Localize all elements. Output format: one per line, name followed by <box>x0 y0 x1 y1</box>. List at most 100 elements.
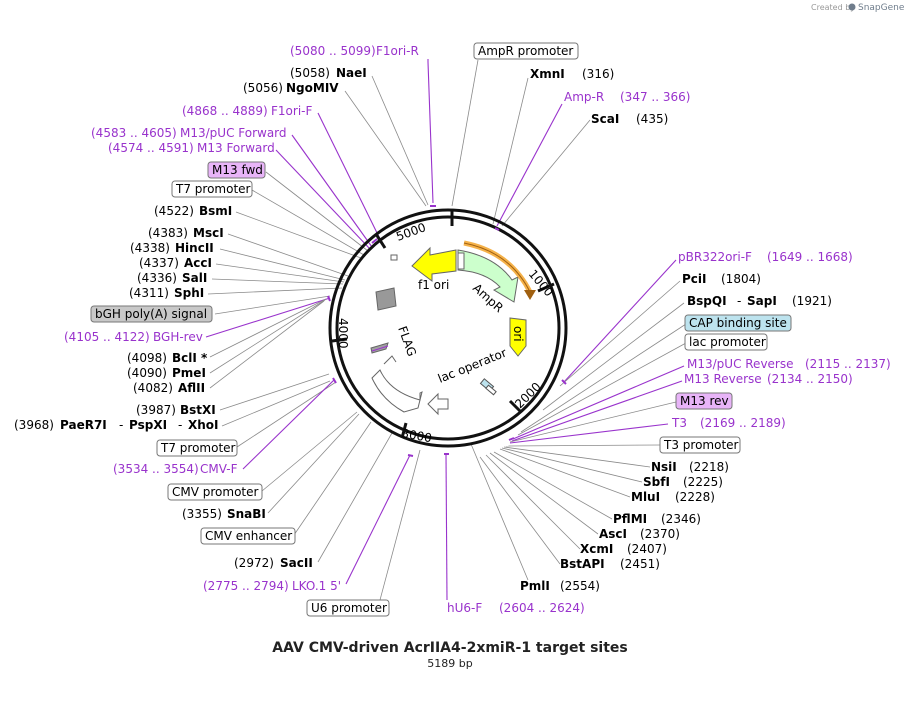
leader-scai <box>501 119 591 227</box>
u6-promoter-label: U6 promoter <box>311 601 387 615</box>
sacii-label[interactable]: SacII <box>280 556 313 570</box>
f1ori-r-label[interactable]: F1ori-R <box>376 44 419 58</box>
credit-brand: SnapGene <box>858 3 905 13</box>
f1orif-label[interactable]: F1ori-F <box>271 104 312 118</box>
ngomiv-label[interactable]: NgoMIV <box>286 81 339 95</box>
naei-label[interactable]: NaeI <box>336 66 367 80</box>
bsmi-label[interactable]: BsmI <box>199 204 232 218</box>
f1-ori-feature <box>411 246 457 282</box>
leader-m13-reverse <box>511 380 683 442</box>
m13-fwd-box[interactable] <box>207 161 266 179</box>
xhoi-label[interactable]: XhoI <box>188 418 219 432</box>
amp-r-label[interactable]: Amp-R <box>564 90 604 104</box>
snabi-label[interactable]: SnaBI <box>227 507 266 521</box>
xcmi-label[interactable]: XcmI <box>580 542 613 556</box>
cmv-f-label[interactable]: CMV-F <box>200 462 238 476</box>
leader-ampr-promoter <box>451 59 479 207</box>
mlui-label[interactable]: MluI <box>631 490 660 504</box>
m13-forward-label[interactable]: M13 Forward <box>197 141 275 155</box>
t3-label[interactable]: T3 <box>671 416 687 430</box>
hu6-f-label[interactable]: hU6-F <box>447 601 482 615</box>
lko-label[interactable]: LKO.1 5' <box>292 579 341 593</box>
pbr-ori-f-label[interactable]: pBR322ori-F <box>678 250 752 264</box>
pcii-pos: (1804) <box>721 272 761 286</box>
bgh-polya-box[interactable] <box>90 305 213 323</box>
primer-site-marks <box>327 205 567 457</box>
cmv-promoter-box[interactable] <box>167 483 263 501</box>
lac-promoter-feature <box>485 384 497 396</box>
m13puc-rev-label[interactable]: M13/pUC Reverse <box>687 357 794 371</box>
msci-label[interactable]: MscI <box>193 226 224 240</box>
hincii-label[interactable]: HincII <box>175 241 214 255</box>
leader-bspqi <box>542 302 685 411</box>
ngomiv-pos: (5056) <box>243 81 283 95</box>
paer7i-label[interactable]: PaeR7I <box>60 418 107 432</box>
sapi-label[interactable]: SapI <box>747 294 777 308</box>
cap-site-box[interactable] <box>684 314 792 332</box>
pmli-label[interactable]: PmlI <box>520 579 550 593</box>
bstapi-label[interactable]: BstAPI <box>560 557 605 571</box>
aflii-label[interactable]: AflII <box>178 381 205 395</box>
acci-pos: (4337) <box>139 256 179 270</box>
bspqi-label[interactable]: BspQI <box>687 294 727 308</box>
leader-lines <box>205 59 687 601</box>
leader-sbfi <box>501 447 643 483</box>
pflmi-label[interactable]: PflMI <box>613 512 647 526</box>
pspxi-label[interactable]: PspXI <box>129 418 167 432</box>
t3-promoter-box[interactable] <box>659 436 741 454</box>
leader-aflii <box>209 300 325 389</box>
acci-label[interactable]: AccI <box>184 256 212 270</box>
scai-label[interactable]: ScaI <box>591 112 619 126</box>
leader-m13puc-fwd <box>291 134 373 248</box>
msci-pos: (4383) <box>148 226 188 240</box>
bstapi-pos: (2451) <box>620 557 660 571</box>
m13-reverse-label[interactable]: M13 Reverse <box>684 372 762 386</box>
bgh-rev-label[interactable]: BGH-rev <box>153 330 203 344</box>
m13-fwd-label: M13 fwd <box>212 163 263 177</box>
bgh-rev-range: (4105 .. 4122) <box>64 330 150 344</box>
dash-3: - <box>737 294 741 308</box>
leader-pcii <box>559 280 681 387</box>
ampr-promoter-box[interactable] <box>473 42 579 60</box>
leader-sali <box>211 278 344 285</box>
lac-promoter-label: lac promoter <box>689 335 766 349</box>
leader-t3-promoter <box>505 444 661 447</box>
asci-label[interactable]: AscI <box>599 527 627 541</box>
bcli-label[interactable]: BclI * <box>172 351 208 365</box>
leader-xhoi <box>221 380 331 427</box>
pbr-ori-f-range: (1649 .. 1668) <box>767 250 853 264</box>
pmei-pos: (4090) <box>127 366 167 380</box>
pcii-label[interactable]: PciI <box>682 272 707 286</box>
leader-xmni <box>492 77 529 225</box>
snapgene-logo-icon <box>848 3 856 11</box>
u6-promoter-box[interactable] <box>306 599 390 617</box>
t7-promoter-top-box[interactable] <box>171 180 253 198</box>
bstxi-label[interactable]: BstXI <box>180 403 216 417</box>
leader-naei <box>371 75 429 206</box>
leader-bgh <box>214 295 331 315</box>
xmni-label[interactable]: XmnI <box>530 67 565 81</box>
sali-label[interactable]: SalI <box>182 271 207 285</box>
nsii-label[interactable]: NsiI <box>651 460 677 474</box>
cmv-enhancer-box[interactable] <box>200 527 296 545</box>
lac-promoter-box[interactable] <box>684 333 768 351</box>
f1orif-range: (4868 .. 4889) <box>182 104 268 118</box>
tick-4000 <box>331 337 348 343</box>
sphi-label[interactable]: SphI <box>174 286 204 300</box>
leader-sacii <box>317 432 393 563</box>
sbfi-label[interactable]: SbfI <box>643 475 670 489</box>
leader-m13-forward <box>275 149 371 250</box>
tick-label-5000: 5000 <box>394 220 427 244</box>
t7-promoter-bottom-box[interactable] <box>156 439 238 457</box>
m13puc-fwd-label[interactable]: M13/pUC Forward <box>180 126 287 140</box>
ampr-feature <box>457 249 519 303</box>
ori-label: ori <box>511 326 525 342</box>
bstxi-pos: (3987) <box>136 403 176 417</box>
xcmi-pos: (2407) <box>627 542 667 556</box>
m13-rev-box[interactable] <box>675 392 733 410</box>
leader-hincii <box>219 248 346 281</box>
tick-label-3000: 3000 <box>400 426 433 445</box>
pmei-label[interactable]: PmeI <box>172 366 206 380</box>
sapi-pos: (1921) <box>792 294 832 308</box>
